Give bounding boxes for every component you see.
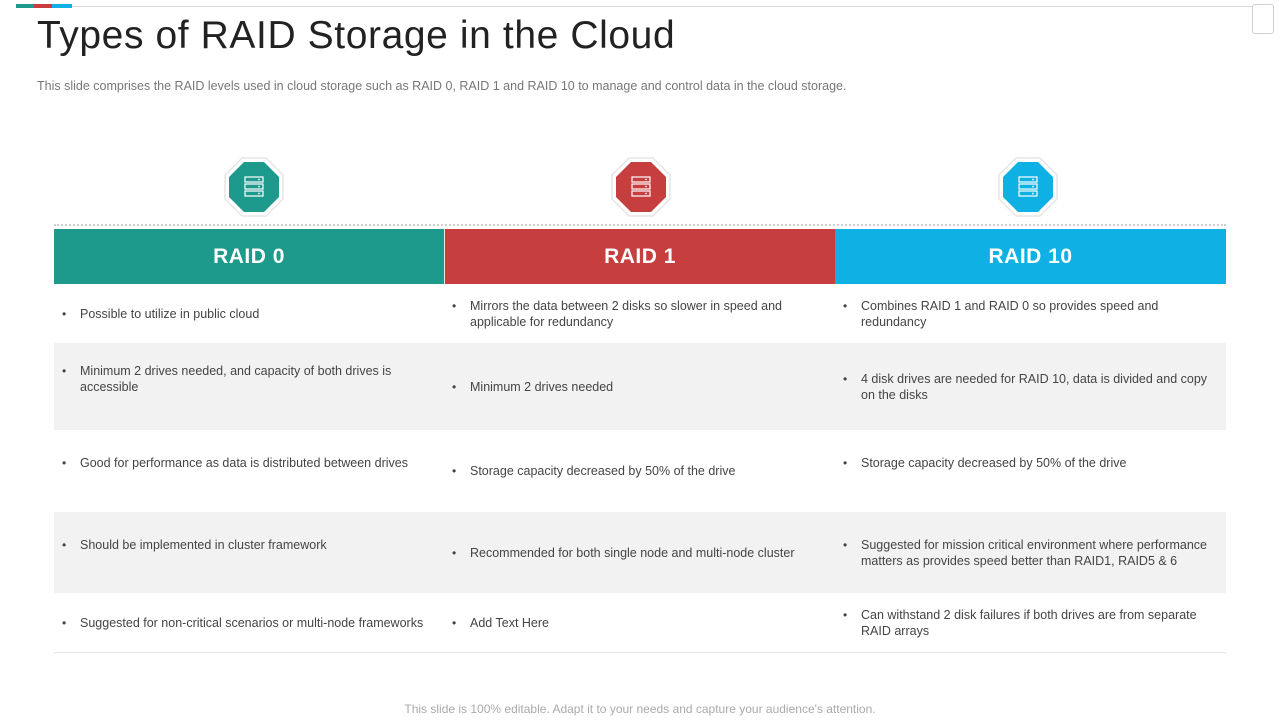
- table-cell: •Storage capacity decreased by 50% of th…: [444, 430, 835, 512]
- table-cell: •Combines RAID 1 and RAID 0 so provides …: [835, 284, 1226, 343]
- list-item: •Mirrors the data between 2 disks so slo…: [452, 298, 782, 329]
- list-item: •Possible to utilize in public cloud: [62, 306, 260, 321]
- table-cell: •4 disk drives are needed for RAID 10, d…: [835, 343, 1226, 430]
- raid1-server-icon: [610, 156, 672, 218]
- list-item: •Minimum 2 drives needed: [452, 379, 614, 394]
- table-cell: •Add Text Here: [444, 593, 835, 653]
- table-cell: •Mirrors the data between 2 disks so slo…: [444, 284, 835, 343]
- table-cell: •Can withstand 2 disk failures if both d…: [835, 593, 1226, 653]
- raid10-server-icon: [997, 156, 1059, 218]
- page-title: Types of RAID Storage in the Cloud: [37, 14, 676, 57]
- list-item: •Recommended for both single node and mu…: [452, 545, 795, 560]
- table-cell: •Storage capacity decreased by 50% of th…: [835, 430, 1226, 512]
- table-cell: •Good for performance as data is distrib…: [54, 430, 444, 512]
- table-cell: •Suggested for mission critical environm…: [835, 512, 1226, 593]
- dotted-divider: [54, 224, 1226, 226]
- table-cell: •Minimum 2 drives needed, and capacity o…: [54, 343, 444, 430]
- page-subtitle: This slide comprises the RAID levels use…: [37, 79, 847, 93]
- list-item: •Suggested for non-critical scenarios or…: [62, 615, 424, 630]
- raid0-server-icon: [223, 156, 285, 218]
- list-item: •Add Text Here: [452, 615, 549, 630]
- header-raid0: RAID 0: [54, 229, 444, 284]
- list-item: •Can withstand 2 disk failures if both d…: [843, 607, 1197, 638]
- table-cell: •Should be implemented in cluster framew…: [54, 512, 444, 593]
- header-raid1: RAID 1: [444, 229, 835, 284]
- page-corner-icon: [1252, 4, 1274, 34]
- list-item: •Should be implemented in cluster framew…: [62, 537, 327, 552]
- list-item: •Storage capacity decreased by 50% of th…: [843, 456, 1127, 470]
- list-item: •Good for performance as data is distrib…: [62, 456, 408, 470]
- list-item: •Suggested for mission critical environm…: [843, 537, 1207, 568]
- table-cell: •Recommended for both single node and mu…: [444, 512, 835, 593]
- raid-table: RAID 0 RAID 1 RAID 10 •Possible to utili…: [54, 229, 1226, 653]
- list-item: •Combines RAID 1 and RAID 0 so provides …: [843, 298, 1159, 329]
- table-cell: •Suggested for non-critical scenarios or…: [54, 593, 444, 653]
- list-item: •Storage capacity decreased by 50% of th…: [452, 464, 736, 478]
- table-cell: •Possible to utilize in public cloud: [54, 284, 444, 343]
- list-item: •4 disk drives are needed for RAID 10, d…: [843, 371, 1208, 402]
- header-raid10: RAID 10: [835, 229, 1226, 284]
- accent-bar: [16, 4, 72, 8]
- header-rule: [72, 6, 1270, 7]
- table-cell: •Minimum 2 drives needed: [444, 343, 835, 430]
- list-item: •Minimum 2 drives needed, and capacity o…: [62, 363, 392, 394]
- footer-note: This slide is 100% editable. Adapt it to…: [404, 702, 876, 716]
